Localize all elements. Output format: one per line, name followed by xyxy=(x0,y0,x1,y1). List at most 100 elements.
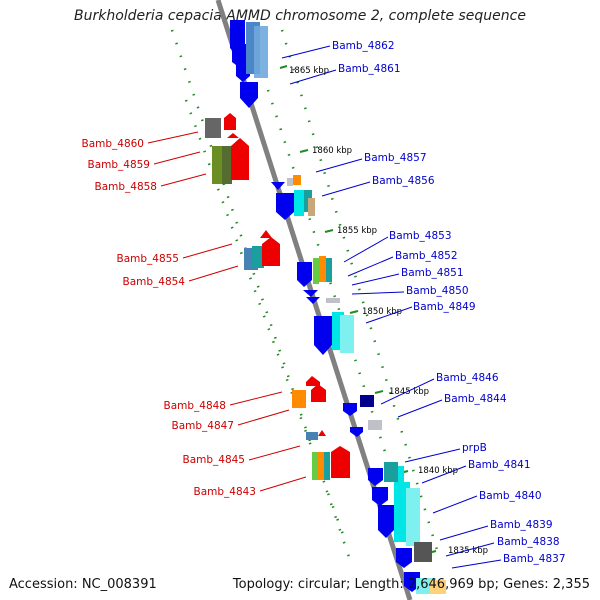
gene-label[interactable]: Bamb_4844 xyxy=(444,393,507,405)
gene-label[interactable]: Bamb_4837 xyxy=(503,553,566,565)
gene-block[interactable] xyxy=(331,446,350,478)
gene-label[interactable]: Bamb_4840 xyxy=(479,490,542,502)
leader-line xyxy=(397,399,443,418)
gene-block[interactable] xyxy=(287,178,293,186)
gene-label[interactable]: Bamb_4845 xyxy=(182,454,245,466)
gene-block[interactable] xyxy=(350,427,363,437)
leader-line xyxy=(315,158,363,173)
leader-line xyxy=(188,265,239,282)
kbp-label: 1855 kbp xyxy=(337,226,377,236)
gene-label[interactable]: Bamb_4849 xyxy=(413,301,476,313)
gene-block[interactable] xyxy=(294,190,304,216)
leader-line xyxy=(259,476,307,492)
leader-line xyxy=(160,173,207,187)
leader-line xyxy=(281,45,331,59)
gene-label[interactable]: Bamb_4853 xyxy=(389,230,452,242)
gene-label[interactable]: prpB xyxy=(462,442,487,454)
gene-label[interactable]: Bamb_4846 xyxy=(436,372,499,384)
gene-label[interactable]: Bamb_4841 xyxy=(468,459,531,471)
gene-block[interactable] xyxy=(372,487,388,506)
gene-label[interactable]: Bamb_4839 xyxy=(490,519,553,531)
gene-label[interactable]: Bamb_4850 xyxy=(406,285,469,297)
gene-label[interactable]: Bamb_4859 xyxy=(87,159,150,171)
gene-block[interactable] xyxy=(378,505,394,538)
gene-label[interactable]: Bamb_4860 xyxy=(81,138,144,150)
gene-label[interactable]: Bamb_4838 xyxy=(497,536,560,548)
leader-line xyxy=(365,306,413,324)
gene-block[interactable] xyxy=(311,384,326,402)
gene-block[interactable] xyxy=(303,290,318,297)
gene-label[interactable]: Bamb_4851 xyxy=(401,267,464,279)
gene-block[interactable] xyxy=(314,316,332,355)
gene-label[interactable]: Bamb_4862 xyxy=(332,40,395,52)
right-leaders xyxy=(281,45,502,569)
leader-line xyxy=(229,391,283,406)
gene-block[interactable] xyxy=(254,26,268,78)
gene-block[interactable] xyxy=(262,237,280,266)
accession-text: Accession: NC_008391 xyxy=(9,577,157,592)
gene-block[interactable] xyxy=(224,113,236,130)
gene-block[interactable] xyxy=(340,315,354,353)
gene-block[interactable] xyxy=(313,258,319,284)
gene-block[interactable] xyxy=(324,452,330,480)
gene-block[interactable] xyxy=(326,298,340,303)
gene-block[interactable] xyxy=(271,182,285,190)
gene-label[interactable]: Bamb_4855 xyxy=(116,253,179,265)
gene-block[interactable] xyxy=(384,462,398,482)
gene-label[interactable]: Bamb_4857 xyxy=(364,152,427,164)
leader-line xyxy=(439,525,489,541)
gene-block[interactable] xyxy=(368,468,383,486)
gene-label[interactable]: Bamb_4843 xyxy=(193,486,256,498)
gene-label[interactable]: Bamb_4848 xyxy=(163,400,226,412)
gene-block[interactable] xyxy=(319,256,326,282)
leader-line xyxy=(380,378,435,405)
gene-block[interactable] xyxy=(276,193,294,220)
gene-block[interactable] xyxy=(430,580,446,594)
leader-line xyxy=(147,131,199,144)
gene-block[interactable] xyxy=(205,118,221,138)
gene-block[interactable] xyxy=(252,246,264,268)
gene-block[interactable] xyxy=(306,432,318,440)
outer-left-track xyxy=(170,29,352,561)
gene-block[interactable] xyxy=(414,542,432,562)
gene-block[interactable] xyxy=(292,390,306,408)
gene-block[interactable] xyxy=(293,175,301,185)
gene-label[interactable]: Bamb_4858 xyxy=(94,181,157,193)
gene-block[interactable] xyxy=(396,548,412,568)
gene-block[interactable] xyxy=(343,403,357,416)
gene-block[interactable] xyxy=(297,262,312,287)
map-title: Burkholderia cepacia AMMD chromosome 2, … xyxy=(74,8,526,24)
gene-label[interactable]: Bamb_4852 xyxy=(395,250,458,262)
left-leaders xyxy=(147,131,307,492)
kbp-label: 1840 kbp xyxy=(418,466,458,476)
gene-block[interactable] xyxy=(368,420,382,430)
kbp-tick xyxy=(324,229,334,233)
topology-summary: Topology: circular; Length: 2,646,969 bp… xyxy=(232,577,590,592)
gene-label[interactable]: Bamb_4854 xyxy=(122,276,185,288)
gene-block[interactable] xyxy=(312,452,320,480)
leader-line xyxy=(351,273,400,286)
gene-block[interactable] xyxy=(326,258,332,282)
gene-block[interactable] xyxy=(308,198,315,216)
gene-block[interactable] xyxy=(406,488,420,546)
gene-block[interactable] xyxy=(318,452,326,480)
leader-line xyxy=(404,448,461,463)
kbp-label: 1850 kbp xyxy=(362,307,402,317)
kbp-tick xyxy=(374,390,384,394)
gene-block[interactable] xyxy=(306,297,320,304)
gene-block[interactable] xyxy=(306,376,320,386)
gene-block[interactable] xyxy=(240,82,258,108)
leader-line xyxy=(343,236,389,263)
gene-block[interactable] xyxy=(231,138,249,180)
gene-label[interactable]: Bamb_4847 xyxy=(171,420,234,432)
gene-block[interactable] xyxy=(360,395,374,407)
gene-block[interactable] xyxy=(318,430,326,436)
gene-block[interactable] xyxy=(260,230,272,238)
gene-block[interactable] xyxy=(227,133,239,138)
kbp-tick xyxy=(349,310,359,314)
gene-block[interactable] xyxy=(398,466,404,482)
gene-label[interactable]: Bamb_4861 xyxy=(338,63,401,75)
leader-line xyxy=(321,181,371,197)
gene-label[interactable]: Bamb_4856 xyxy=(372,175,435,187)
gene-block[interactable] xyxy=(222,146,232,184)
